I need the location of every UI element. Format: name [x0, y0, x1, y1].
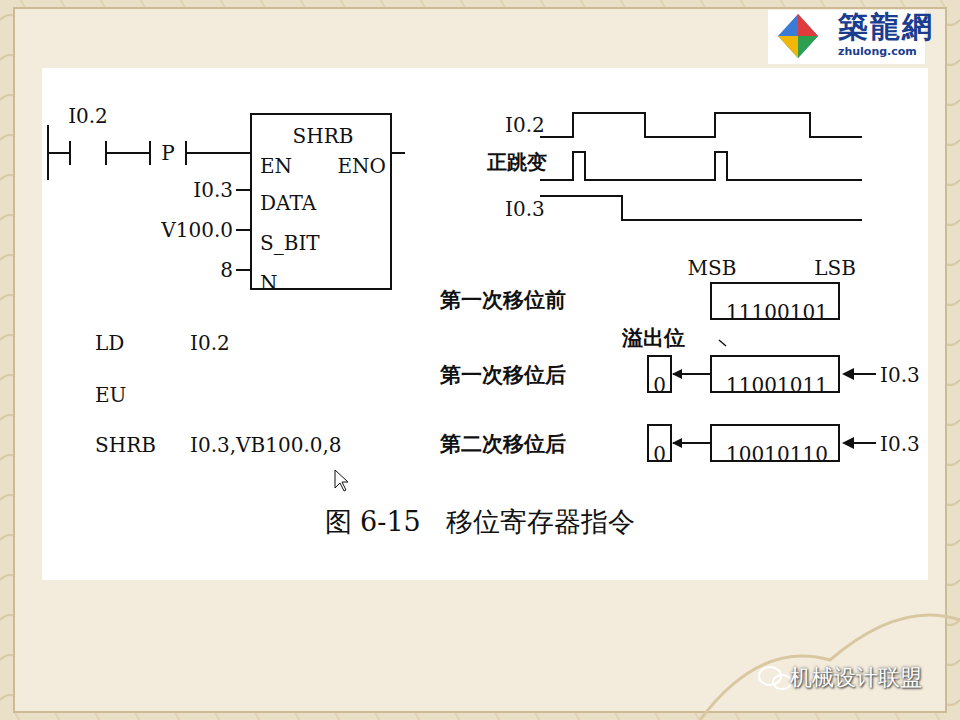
stl-opcode: EU [95, 384, 126, 406]
instruction-name: SHRB [293, 125, 354, 147]
box-text: 10010110 [726, 443, 828, 465]
pin-name: S_BIT [260, 232, 320, 254]
overflow-box: 0 [647, 424, 672, 462]
box-text: 11001011 [726, 374, 828, 396]
state-label: 第一次移位前 [440, 288, 566, 311]
stl-opcode: SHRB [95, 434, 156, 456]
pin-name: DATA [260, 192, 316, 214]
overflow-label: 溢出位 [622, 326, 685, 349]
stl-operand: I0.2 [190, 332, 230, 354]
stl-opcode: LD [95, 332, 124, 354]
pin-name: EN [260, 155, 292, 177]
bit-order-label: MSB [688, 257, 737, 279]
length-operand: 8 [220, 259, 233, 281]
register-box: 10010110 [710, 424, 840, 462]
box-text: 11100101 [726, 301, 828, 323]
pin-name: ENO [338, 155, 387, 177]
register-box: 11001011 [710, 355, 840, 393]
logo-url: zhulong.com [838, 46, 917, 58]
signal-name: 正跳变 [487, 151, 547, 173]
box-text: 0 [653, 443, 666, 465]
contact-name: I0.2 [68, 105, 108, 127]
instruction-box: SHRBENENODATAS_BITN [250, 113, 392, 290]
input-signal: I0.3 [880, 364, 920, 386]
shift-out-arrow [673, 373, 710, 375]
logo-text: 築龍網 [838, 10, 934, 43]
input-signal: I0.3 [880, 433, 920, 455]
box-text: 0 [653, 374, 666, 396]
edge-contact-mark: P [161, 142, 174, 164]
figure-caption: 图 6-15 移位寄存器指令 [325, 507, 636, 537]
register-box: 11100101 [710, 282, 840, 320]
state-label: 第二次移位后 [440, 432, 566, 455]
pin-name: N [260, 272, 278, 294]
signal-name: I0.2 [505, 114, 545, 136]
state-label: 第一次移位后 [440, 363, 566, 386]
shift-out-arrow [673, 442, 710, 444]
start-bit-operand: V100.0 [161, 219, 233, 241]
overflow-box: 0 [647, 355, 672, 393]
watermark: 机械设计联盟 [790, 666, 922, 690]
stl-operand: I0.3,VB100.0,8 [190, 434, 342, 456]
bit-order-label: LSB [814, 257, 856, 279]
input-operand: I0.3 [193, 179, 233, 201]
signal-name: I0.3 [505, 198, 545, 220]
